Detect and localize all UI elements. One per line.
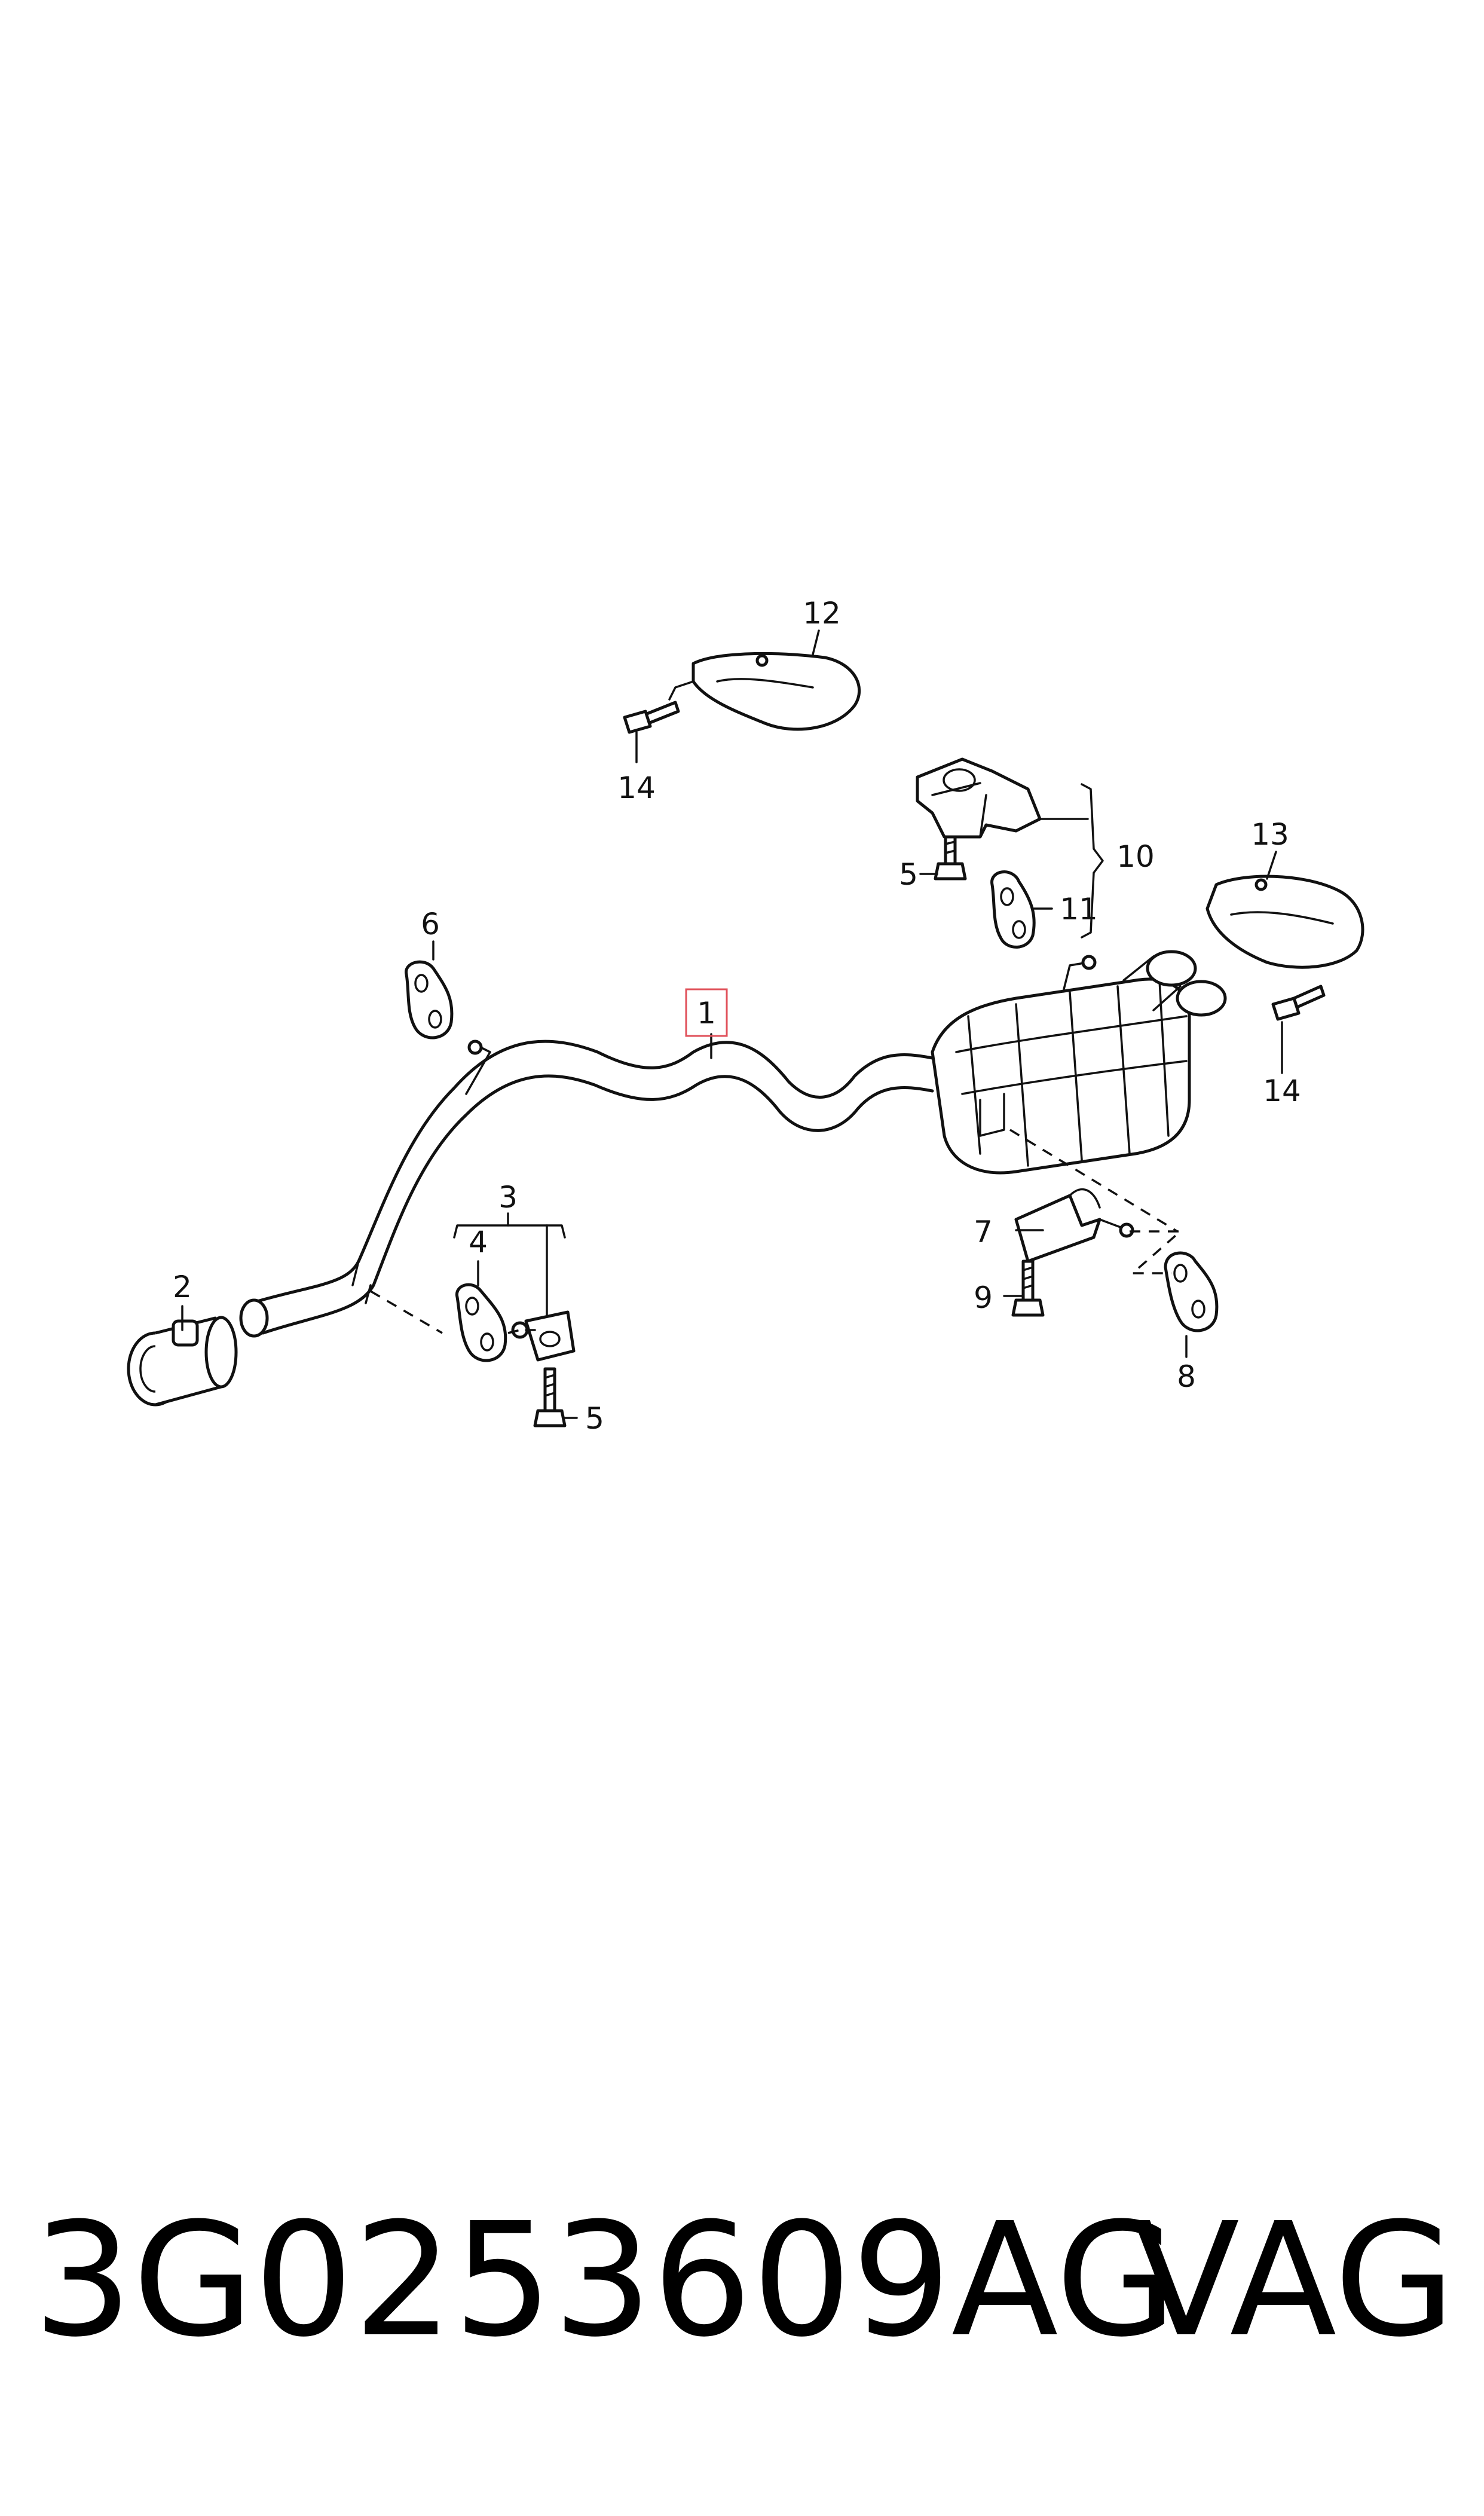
callout-5-lower[interactable]: 5 — [585, 1401, 604, 1436]
tail-trim-13[interactable] — [1205, 875, 1364, 969]
bracket-7[interactable] — [1014, 1188, 1134, 1263]
callout-4[interactable]: 4 — [469, 1225, 488, 1259]
exhaust-pipe[interactable] — [239, 1040, 934, 1338]
brand-name: VAG — [1132, 2189, 1455, 2371]
callout-12[interactable]: 12 — [803, 596, 841, 631]
bolt-14-upper[interactable] — [623, 701, 680, 734]
dashed-connections — [370, 1129, 1183, 1334]
footer: 3G0253609AG VAG — [33, 2191, 1455, 2370]
bolt-5-upper[interactable] — [934, 835, 967, 881]
callout-9[interactable]: 9 — [974, 1280, 993, 1315]
rear-muffler[interactable] — [931, 950, 1227, 1175]
callout-7[interactable]: 7 — [974, 1215, 993, 1249]
tail-trim-12[interactable] — [668, 652, 861, 731]
callout-2[interactable]: 2 — [173, 1270, 192, 1304]
pipe-clamp[interactable] — [127, 1316, 238, 1407]
bolt-9[interactable] — [1011, 1259, 1045, 1317]
rubber-mount-4[interactable] — [455, 1283, 507, 1362]
bracket-group-3[interactable] — [453, 1212, 576, 1362]
callout-10[interactable]: 10 — [1116, 839, 1155, 874]
callout-3[interactable]: 3 — [498, 1180, 518, 1215]
callout-13[interactable]: 13 — [1251, 817, 1289, 852]
rubber-mount-11[interactable] — [990, 870, 1036, 949]
callout-1[interactable]: 1 — [697, 996, 716, 1031]
mount-assembly-10[interactable] — [916, 757, 1042, 839]
leader-lines — [181, 629, 1283, 1419]
callout-6[interactable]: 6 — [421, 907, 440, 941]
callout-14-lower[interactable]: 14 — [1263, 1074, 1301, 1108]
callout-1-highlight — [685, 988, 728, 1037]
callout-8[interactable]: 8 — [1177, 1359, 1196, 1394]
callout-14-upper[interactable]: 14 — [617, 771, 656, 805]
rubber-mount-6[interactable] — [405, 960, 454, 1040]
rubber-mount-8[interactable] — [1164, 1251, 1219, 1332]
callout-5-upper[interactable]: 5 — [899, 857, 918, 892]
part-number: 3G0253609AG — [33, 2189, 1177, 2371]
bolt-14-lower[interactable] — [1271, 985, 1326, 1021]
callout-11[interactable]: 11 — [1060, 892, 1098, 927]
bolt-5-lower[interactable] — [533, 1367, 567, 1427]
